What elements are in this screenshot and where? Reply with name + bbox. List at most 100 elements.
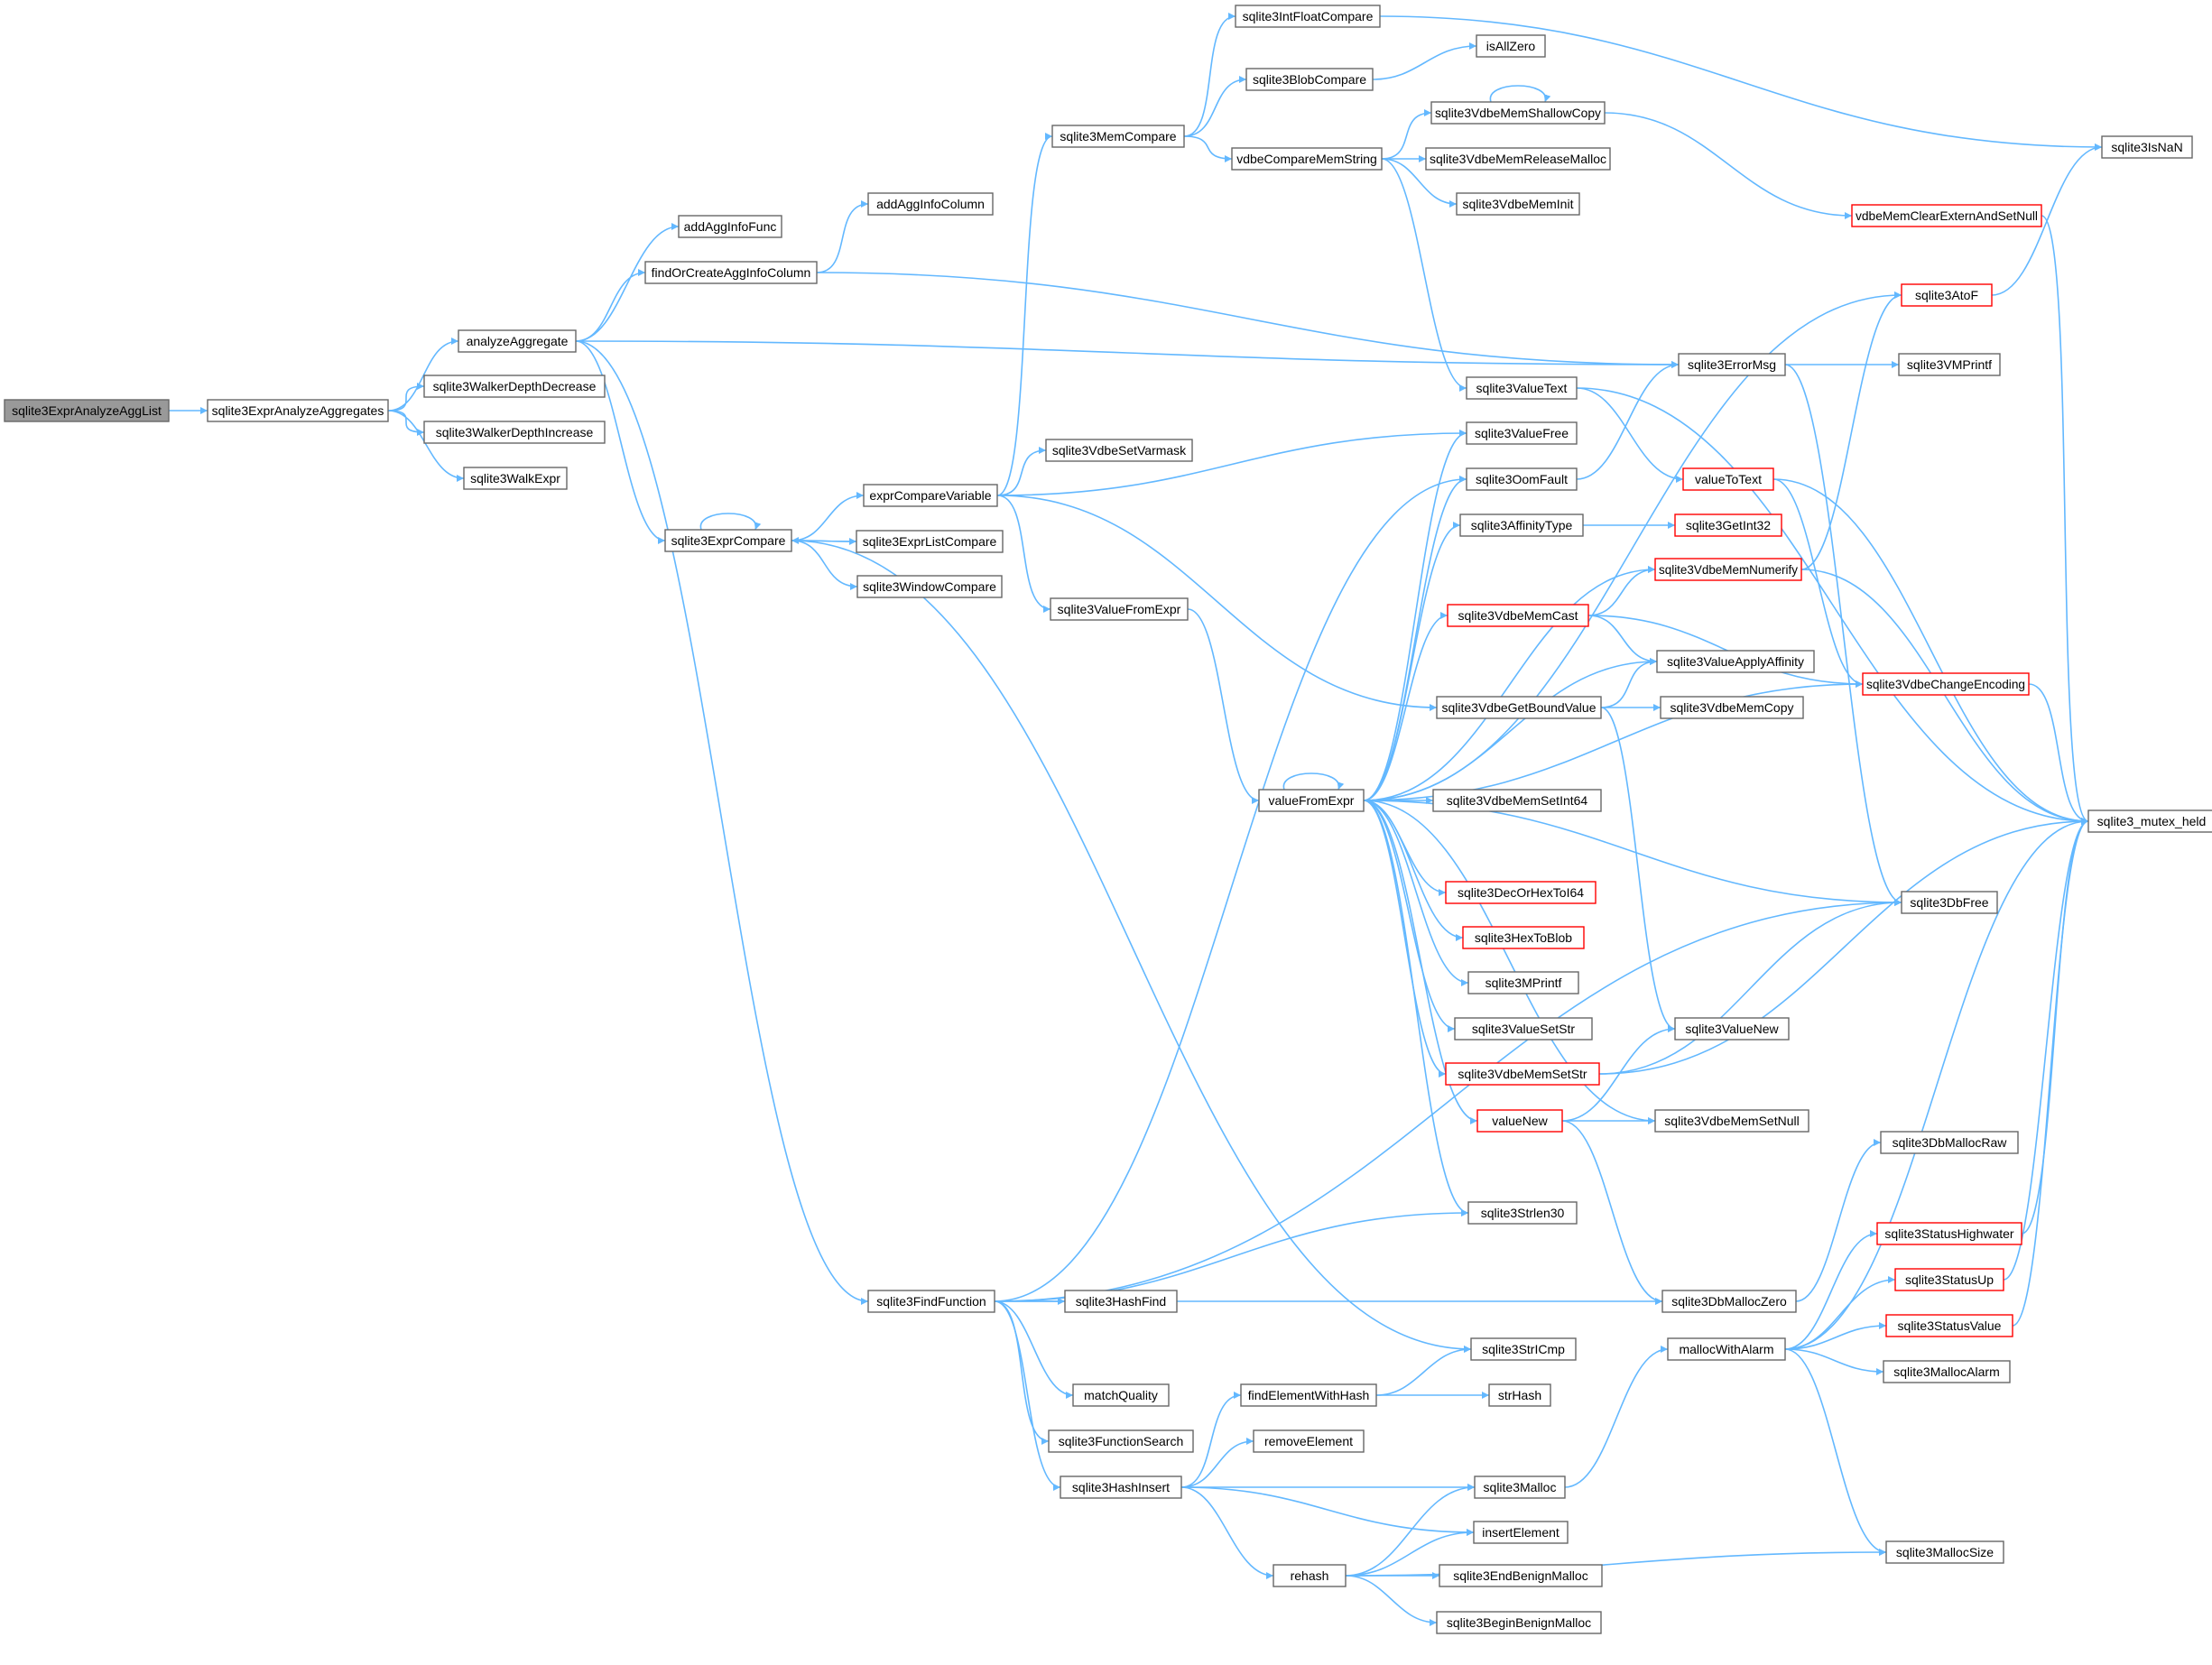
node-sqlite3-vdbe-mem-init[interactable]: sqlite3VdbeMemInit [1456, 192, 1580, 216]
node-sqlite3-db-malloc-zero[interactable]: sqlite3DbMallocZero [1661, 1290, 1797, 1313]
node-sqlite3-vdbe-get-bound-value[interactable]: sqlite3VdbeGetBoundValue [1436, 696, 1602, 719]
node-sqlite3-affinity-type[interactable]: sqlite3AffinityType [1459, 513, 1584, 537]
node-box [1240, 1383, 1377, 1407]
node-sqlite3-hash-insert[interactable]: sqlite3HashInsert [1060, 1475, 1182, 1499]
node-box [1447, 604, 1589, 627]
node-sqlite3-status-highwater[interactable]: sqlite3StatusHighwater [1876, 1222, 2022, 1245]
node-sqlite3-walker-depth-decrease[interactable]: sqlite3WalkerDepthDecrease [423, 375, 606, 398]
node-sqlite3-blob-compare[interactable]: sqlite3BlobCompare [1245, 68, 1374, 91]
node-vdbe-mem-clear-extern-and-set-null[interactable]: vdbeMemClearExternAndSetNull [1851, 204, 2042, 227]
node-label: sqlite3DbMallocRaw [1893, 1135, 2008, 1150]
node-is-all-zero[interactable]: isAllZero [1476, 34, 1546, 58]
edge-sqlite3-error-msg-to-sqlite3-db-free [1784, 364, 1902, 906]
edge-value-from-expr-to-sqlite3-value-free [1363, 430, 1467, 801]
node-sqlite3-value-from-expr[interactable]: sqlite3ValueFromExpr [1050, 597, 1189, 621]
node-sqlite3-value-new[interactable]: sqlite3ValueNew [1674, 1017, 1790, 1041]
node-sqlite3-malloc-alarm[interactable]: sqlite3MallocAlarm [1883, 1360, 2011, 1383]
node-sqlite3-mutex-held[interactable]: sqlite3_mutex_held [2087, 809, 2212, 833]
node-label: findOrCreateAggInfoColumn [652, 265, 811, 280]
node-analyze-aggregate[interactable]: analyzeAggregate [458, 329, 577, 353]
edge-analyze-aggregate-to-sqlite3-find-function [575, 340, 869, 1305]
node-sqlite3-str-icmp[interactable]: sqlite3StrICmp [1470, 1337, 1577, 1361]
node-box [1445, 1062, 1600, 1086]
node-sqlite3-status-up[interactable]: sqlite3StatusUp [1894, 1268, 2004, 1291]
node-value-to-text[interactable]: valueToText [1682, 467, 1774, 491]
node-sqlite3-error-msg[interactable]: sqlite3ErrorMsg [1678, 353, 1786, 376]
edge-sqlite3-expr-compare-to-expr-compare-variable [791, 492, 865, 541]
node-sqlite3-expr-list-compare[interactable]: sqlite3ExprListCompare [856, 530, 1004, 553]
node-sqlite3-vdbe-mem-shallow-copy[interactable]: sqlite3VdbeMemShallowCopy [1430, 101, 1606, 125]
node-rehash[interactable]: rehash [1273, 1564, 1347, 1587]
edge-sqlite3-find-function-to-sqlite3-db-free [994, 899, 1902, 1302]
node-label: sqlite3DbMallocZero [1671, 1294, 1787, 1309]
node-add-agg-info-column[interactable]: addAggInfoColumn [867, 192, 994, 216]
node-find-or-create-agg-info-column[interactable]: findOrCreateAggInfoColumn [644, 261, 818, 284]
edge-sqlite3-find-function-to-sqlite3-strlen30 [994, 1209, 1469, 1302]
node-value-new[interactable]: valueNew [1476, 1109, 1563, 1133]
node-malloc-with-alarm[interactable]: mallocWithAlarm [1667, 1337, 1786, 1361]
node-sqlite3-value-text[interactable]: sqlite3ValueText [1466, 376, 1578, 400]
node-sqlite3-begin-benign-malloc[interactable]: sqlite3BeginBenignMalloc [1436, 1611, 1602, 1634]
edge-analyze-aggregate-to-find-or-create-agg-info-column [575, 269, 646, 342]
node-box [1885, 1540, 2004, 1564]
node-sqlite3-vdbe-mem-numerify[interactable]: sqlite3VdbeMemNumerify [1654, 558, 1802, 581]
node-sqlite3-status-value[interactable]: sqlite3StatusValue [1885, 1314, 2013, 1337]
node-sqlite3-dec-or-hex-to-i64[interactable]: sqlite3DecOrHexToI64 [1445, 881, 1597, 904]
node-sqlite3-value-apply-affinity[interactable]: sqlite3ValueApplyAffinity [1656, 650, 1815, 673]
node-sqlite3-db-free[interactable]: sqlite3DbFree [1901, 891, 1998, 914]
node-sqlite3-function-search[interactable]: sqlite3FunctionSearch [1048, 1429, 1194, 1453]
node-expr-compare-variable[interactable]: exprCompareVariable [863, 484, 998, 507]
node-box [1901, 891, 1998, 914]
node-sqlite3-get-int32[interactable]: sqlite3GetInt32 [1674, 513, 1782, 537]
edge-value-from-expr-to-sqlite3-vdbe-mem-set-null [1363, 800, 1656, 1124]
node-sqlite3-oom-fault[interactable]: sqlite3OomFault [1466, 467, 1578, 491]
node-sqlite3-end-benign-malloc[interactable]: sqlite3EndBenignMalloc [1439, 1564, 1603, 1587]
node-sqlite3-value-free[interactable]: sqlite3ValueFree [1466, 421, 1578, 445]
node-str-hash[interactable]: strHash [1488, 1383, 1551, 1407]
node-sqlite3-expr-analyze-aggregates[interactable]: sqlite3ExprAnalyzeAggregates [207, 399, 389, 422]
node-sqlite3-db-malloc-raw[interactable]: sqlite3DbMallocRaw [1880, 1131, 2019, 1154]
node-sqlite3-expr-analyze-agg-list[interactable]: sqlite3ExprAnalyzeAggList [4, 399, 170, 422]
node-sqlite3-vmprintf[interactable]: sqlite3VMPrintf [1898, 353, 2001, 376]
node-sqlite3-vdbe-mem-cast[interactable]: sqlite3VdbeMemCast [1447, 604, 1589, 627]
edge-vdbe-mem-clear-extern-and-set-null-to-sqlite3-mutex-held [2041, 215, 2089, 825]
node-sqlite3-vdbe-mem-set-null[interactable]: sqlite3VdbeMemSetNull [1654, 1109, 1809, 1133]
node-sqlite3-vdbe-mem-copy[interactable]: sqlite3VdbeMemCopy [1660, 696, 1804, 719]
edge-sqlite3-hash-insert-to-rehash [1180, 1486, 1274, 1579]
node-sqlite3-vdbe-mem-release-malloc[interactable]: sqlite3VdbeMemReleaseMalloc [1425, 147, 1611, 171]
node-sqlite3-find-function[interactable]: sqlite3FindFunction [867, 1290, 995, 1313]
edge-sqlite3-find-function-to-match-quality [994, 1300, 1074, 1399]
node-sqlite3-is-na-n[interactable]: sqlite3IsNaN [2101, 135, 2193, 159]
node-sqlite3-vdbe-change-encoding[interactable]: sqlite3VdbeChangeEncoding [1862, 672, 2030, 696]
node-sqlite3-malloc[interactable]: sqlite3Malloc [1474, 1475, 1566, 1499]
node-find-element-with-hash[interactable]: findElementWithHash [1240, 1383, 1377, 1407]
node-sqlite3-strlen30[interactable]: sqlite3Strlen30 [1467, 1201, 1578, 1225]
node-sqlite3-vdbe-mem-set-int64[interactable]: sqlite3VdbeMemSetInt64 [1432, 789, 1602, 812]
node-match-quality[interactable]: matchQuality [1072, 1383, 1170, 1407]
node-insert-element[interactable]: insertElement [1473, 1521, 1569, 1544]
node-sqlite3-value-set-str[interactable]: sqlite3ValueSetStr [1454, 1017, 1593, 1041]
node-box [1072, 1383, 1170, 1407]
node-label: sqlite3EndBenignMalloc [1453, 1568, 1587, 1583]
node-sqlite3-mem-compare[interactable]: sqlite3MemCompare [1051, 125, 1185, 148]
node-sqlite3-vdbe-mem-set-str[interactable]: sqlite3VdbeMemSetStr [1445, 1062, 1600, 1086]
edge-sqlite3-find-function-to-sqlite3-function-search [994, 1300, 1050, 1445]
node-sqlite3-walk-expr[interactable]: sqlite3WalkExpr [463, 467, 568, 490]
node-sqlite3-int-float-compare[interactable]: sqlite3IntFloatCompare [1235, 5, 1381, 28]
node-add-agg-info-func[interactable]: addAggInfoFunc [678, 215, 782, 238]
node-box [1258, 789, 1365, 812]
node-box [1862, 672, 2030, 696]
node-vdbe-compare-mem-string[interactable]: vdbeCompareMemString [1231, 147, 1383, 171]
node-value-from-expr[interactable]: valueFromExpr [1258, 789, 1365, 812]
node-remove-element[interactable]: removeElement [1253, 1429, 1365, 1453]
node-sqlite3-expr-compare[interactable]: sqlite3ExprCompare [664, 529, 792, 552]
node-sqlite3-malloc-size[interactable]: sqlite3MallocSize [1885, 1540, 2004, 1564]
node-sqlite3-walker-depth-increase[interactable]: sqlite3WalkerDepthIncrease [423, 421, 606, 444]
node-sqlite3-ato-f[interactable]: sqlite3AtoF [1901, 283, 1993, 307]
node-sqlite3-vdbe-set-varmask[interactable]: sqlite3VdbeSetVarmask [1045, 439, 1193, 462]
node-sqlite3-mprintf[interactable]: sqlite3MPrintf [1467, 971, 1579, 994]
node-label: sqlite3ExprListCompare [863, 534, 997, 549]
node-sqlite3-window-compare[interactable]: sqlite3WindowCompare [856, 575, 1003, 598]
node-sqlite3-hex-to-blob[interactable]: sqlite3HexToBlob [1462, 926, 1585, 949]
node-sqlite3-hash-find[interactable]: sqlite3HashFind [1064, 1290, 1178, 1313]
